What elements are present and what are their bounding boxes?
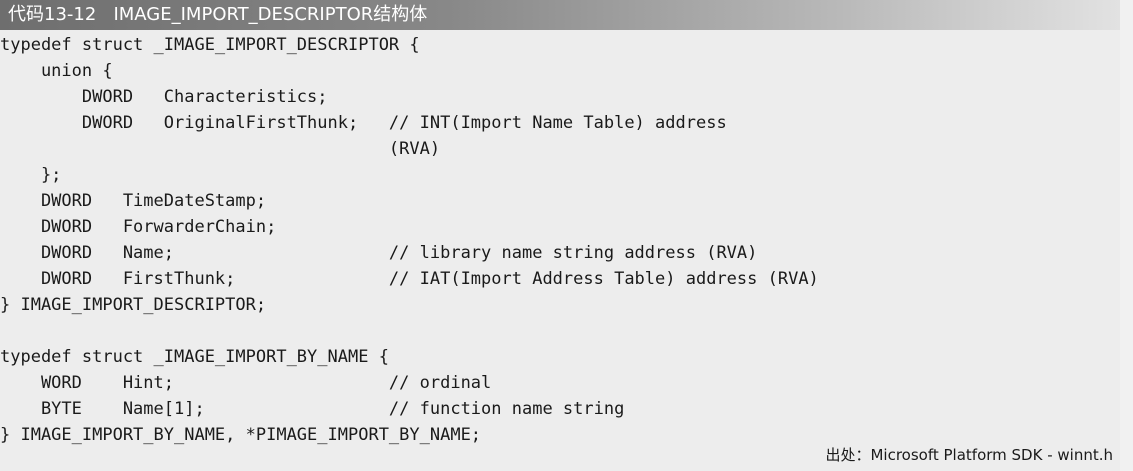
code-line: union { bbox=[0, 61, 113, 81]
code-line: WORD Hint; // ordinal bbox=[0, 373, 492, 393]
source-note: 出处：Microsoft Platform SDK - winnt.h bbox=[825, 446, 1113, 464]
code-line: } IMAGE_IMPORT_DESCRIPTOR; bbox=[0, 295, 267, 315]
code-line: DWORD TimeDateStamp; bbox=[0, 191, 267, 211]
code-line: DWORD FirstThunk; // IAT(Import Address … bbox=[0, 269, 819, 289]
code-line: DWORD Characteristics; bbox=[0, 87, 328, 107]
code-line: typedef struct _IMAGE_IMPORT_BY_NAME { bbox=[0, 347, 389, 367]
code-line: } IMAGE_IMPORT_BY_NAME, *PIMAGE_IMPORT_B… bbox=[0, 425, 482, 445]
code-line: BYTE Name[1]; // function name string bbox=[0, 399, 625, 419]
code-listing-title: 代码13-12 IMAGE_IMPORT_DESCRIPTOR结构体 bbox=[0, 0, 1120, 30]
code-line: DWORD OriginalFirstThunk; // INT(Import … bbox=[0, 113, 727, 133]
code-line: (RVA) bbox=[0, 139, 441, 159]
code-line: DWORD Name; // library name string addre… bbox=[0, 243, 758, 263]
code-line: }; bbox=[0, 165, 62, 185]
code-block: typedef struct _IMAGE_IMPORT_DESCRIPTOR … bbox=[0, 30, 1120, 471]
code-line: typedef struct _IMAGE_IMPORT_DESCRIPTOR … bbox=[0, 35, 420, 55]
code-line: DWORD ForwarderChain; bbox=[0, 217, 277, 237]
